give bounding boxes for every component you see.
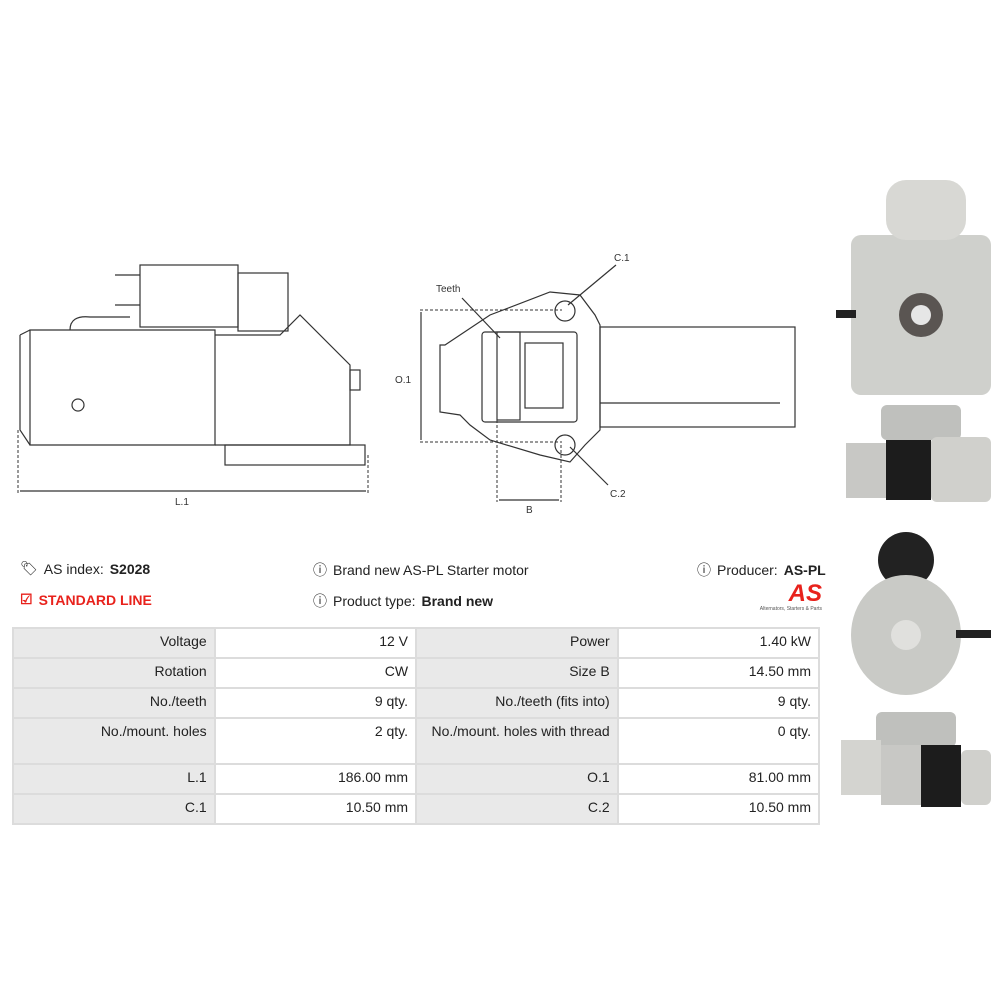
info-icon: ⓘ [313, 593, 327, 609]
label-l1: L.1 [175, 497, 189, 508]
as-index-value: S2028 [109, 560, 151, 577]
spec-value: 9 qty. [213, 687, 418, 719]
spec-label: Power [415, 627, 619, 659]
spec-label: Size B [415, 657, 619, 689]
label-c2: C.2 [610, 489, 626, 500]
spec-value: 9 qty. [616, 687, 821, 719]
spec-label: C.1 [12, 793, 216, 825]
spec-value: 186.00 mm [213, 763, 418, 795]
spec-label: No./mount. holes [12, 717, 216, 765]
photo-front [836, 180, 991, 395]
spec-value: 10.50 mm [213, 793, 418, 825]
as-logo: AS Alternators, Starters & Parts [759, 580, 822, 613]
info-icon: ⓘ [313, 562, 327, 578]
checkbox-icon: ☑ [20, 591, 33, 607]
spec-label: Rotation [12, 657, 216, 689]
spec-value: 12 V [213, 627, 418, 659]
spec-value: 10.50 mm [616, 793, 821, 825]
photo-side-2 [841, 712, 991, 807]
label-b: B [526, 505, 533, 516]
spec-value: 1.40 kW [616, 627, 821, 659]
as-index: 🏷 AS index: S2028 [20, 560, 151, 577]
spec-label: C.2 [415, 793, 619, 825]
description: ⓘ Brand new AS-PL Starter motor [313, 562, 529, 578]
info-icon: ⓘ [697, 562, 711, 578]
product-photos [836, 180, 991, 807]
spec-value: 0 qty. [616, 717, 821, 765]
spec-label: No./mount. holes with thread [415, 717, 619, 765]
side-view-drawing: L.1 [17, 264, 369, 508]
spec-label: No./teeth (fits into) [415, 687, 619, 719]
label-c1: C.1 [614, 253, 630, 264]
photo-side [846, 405, 991, 502]
front-view-drawing: Teeth C.1 C.2 O.1 B [395, 253, 796, 516]
spec-value: 81.00 mm [616, 763, 821, 795]
spec-value: 2 qty. [213, 717, 418, 765]
tag-icon: 🏷 [20, 560, 38, 576]
spec-label: No./teeth [12, 687, 216, 719]
spec-label: L.1 [12, 763, 216, 795]
producer: ⓘ Producer: AS-PL [697, 562, 826, 578]
spec-value: CW [213, 657, 418, 689]
photo-rear [851, 532, 991, 695]
product-type: ⓘ Product type: Brand new [313, 593, 494, 609]
label-o1: O.1 [395, 375, 412, 386]
spec-label: O.1 [415, 763, 619, 795]
standard-line-badge: ☑ STANDARD LINE [20, 591, 152, 608]
spec-value: 14.50 mm [616, 657, 821, 689]
spec-label: Voltage [12, 627, 216, 659]
label-teeth: Teeth [436, 284, 460, 295]
